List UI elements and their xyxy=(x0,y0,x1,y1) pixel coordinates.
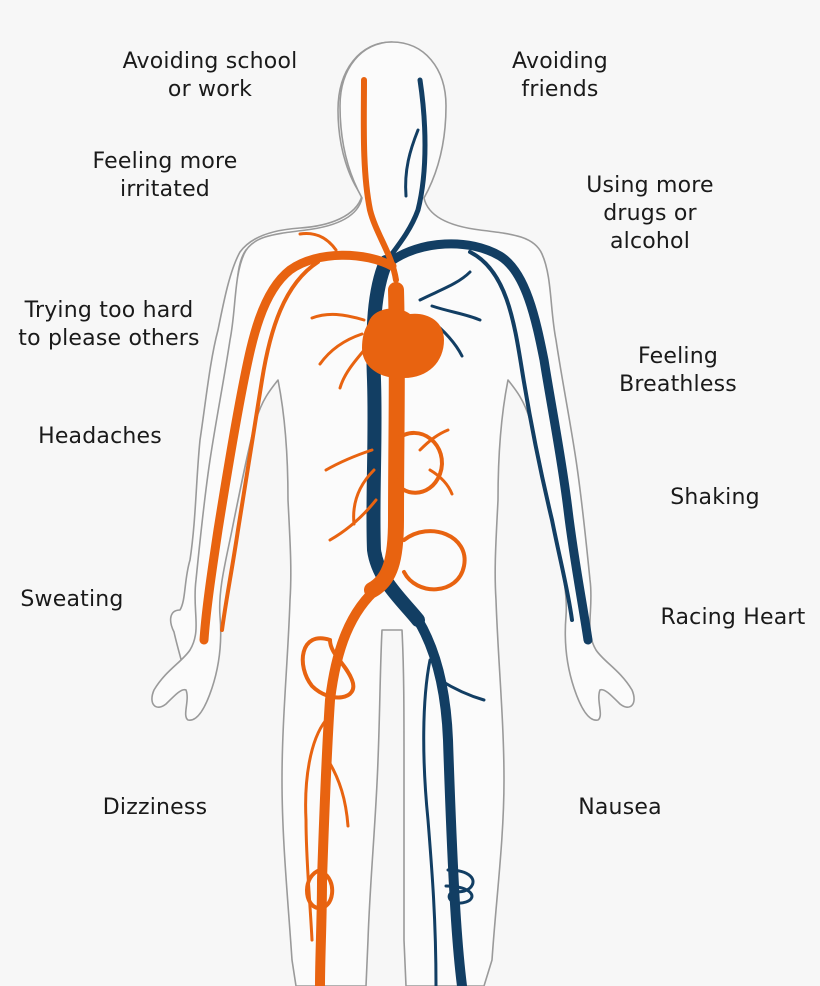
symptom-feeling-breathless: Feeling Breathless xyxy=(619,344,737,397)
vein-ankle-coil xyxy=(444,868,475,905)
vein-neck xyxy=(383,77,428,265)
symptom-avoiding-friends: Avoiding friends xyxy=(512,49,608,102)
vein-right-arm-inner xyxy=(468,250,574,622)
artery-leg xyxy=(315,581,385,986)
artery-ankle-loop xyxy=(305,868,335,910)
symptom-shaking: Shaking xyxy=(670,485,760,510)
vein-right-arm xyxy=(385,239,593,645)
artery-loop-hip xyxy=(300,636,356,700)
artery-neck xyxy=(360,77,399,283)
artery-left-arm-inner xyxy=(220,260,320,632)
artery-branch-shoulder xyxy=(288,232,338,272)
symptom-trying-too-hard: Trying too hard to please others xyxy=(18,298,200,351)
artery-loop-upper xyxy=(394,431,444,495)
symptom-racing-heart: Racing Heart xyxy=(660,605,806,630)
vein-neck-branch xyxy=(404,128,420,198)
symptom-headaches: Headaches xyxy=(38,424,162,449)
artery-loop-lower xyxy=(402,529,467,592)
vein-leg-branch xyxy=(422,658,486,986)
vein-leg xyxy=(413,615,467,986)
symptom-using-more-drugs-or-alcohol: Using more drugs or alcohol xyxy=(586,173,714,254)
symptom-dizziness: Dizziness xyxy=(102,795,208,820)
artery-branches-gut xyxy=(324,428,454,542)
symptom-sweating: Sweating xyxy=(20,587,124,612)
heart-shape xyxy=(362,308,444,379)
symptom-feeling-more-irritated: Feeling more irritated xyxy=(92,149,238,202)
symptom-nausea: Nausea xyxy=(578,795,662,820)
symptom-avoiding-school-or-work: Avoiding school or work xyxy=(122,49,298,102)
